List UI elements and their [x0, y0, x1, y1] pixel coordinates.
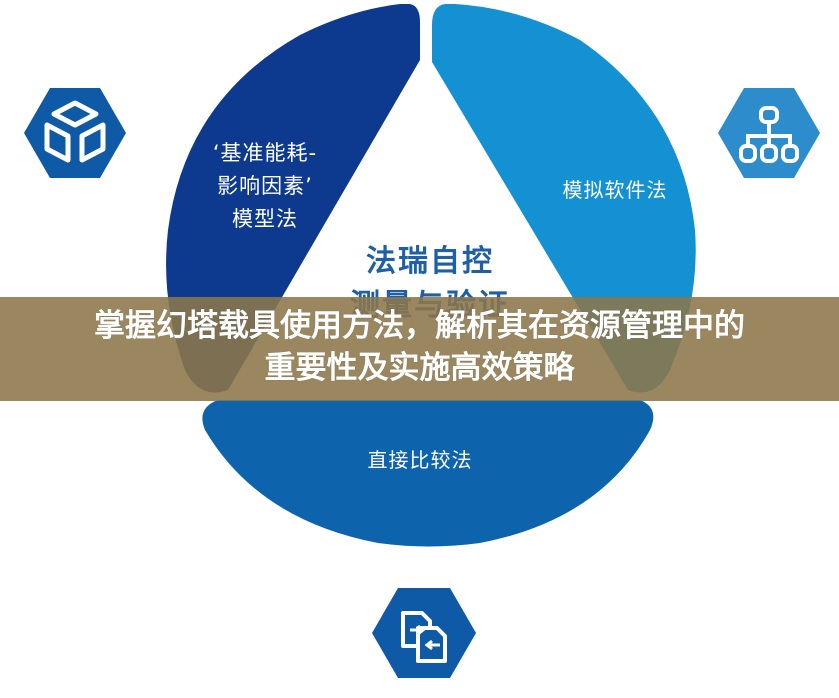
segment-right	[432, 4, 696, 393]
label-line: 直接比较法	[367, 448, 473, 472]
segment-bottom	[202, 400, 654, 547]
label-line: 模型法	[232, 207, 298, 231]
label-line: 影响因素’	[217, 174, 313, 198]
label-line: ‘基准能耗-	[212, 141, 318, 165]
label-line: 模拟软件法	[562, 178, 668, 202]
segment-right-label: 模拟软件法	[540, 175, 690, 205]
hierarchy-icon	[718, 88, 820, 178]
segment-left-label: ‘基准能耗- 影响因素’ 模型法	[190, 137, 340, 236]
segment-bottom-label: 直接比较法	[330, 445, 510, 475]
cube-icon	[24, 88, 126, 178]
segment-left	[166, 4, 420, 393]
title-banner	[0, 297, 839, 401]
center-title-line: 法瑞自控	[366, 244, 494, 279]
file-transfer-icon	[372, 588, 476, 678]
banner-title-line: 重要性及实施高效策略	[264, 350, 575, 386]
banner-title: 掌握幻塔载具使用方法，解析其在资源管理中的 重要性及实施高效策略	[0, 305, 839, 389]
banner-title-line: 掌握幻塔载具使用方法，解析其在资源管理中的	[94, 308, 745, 344]
